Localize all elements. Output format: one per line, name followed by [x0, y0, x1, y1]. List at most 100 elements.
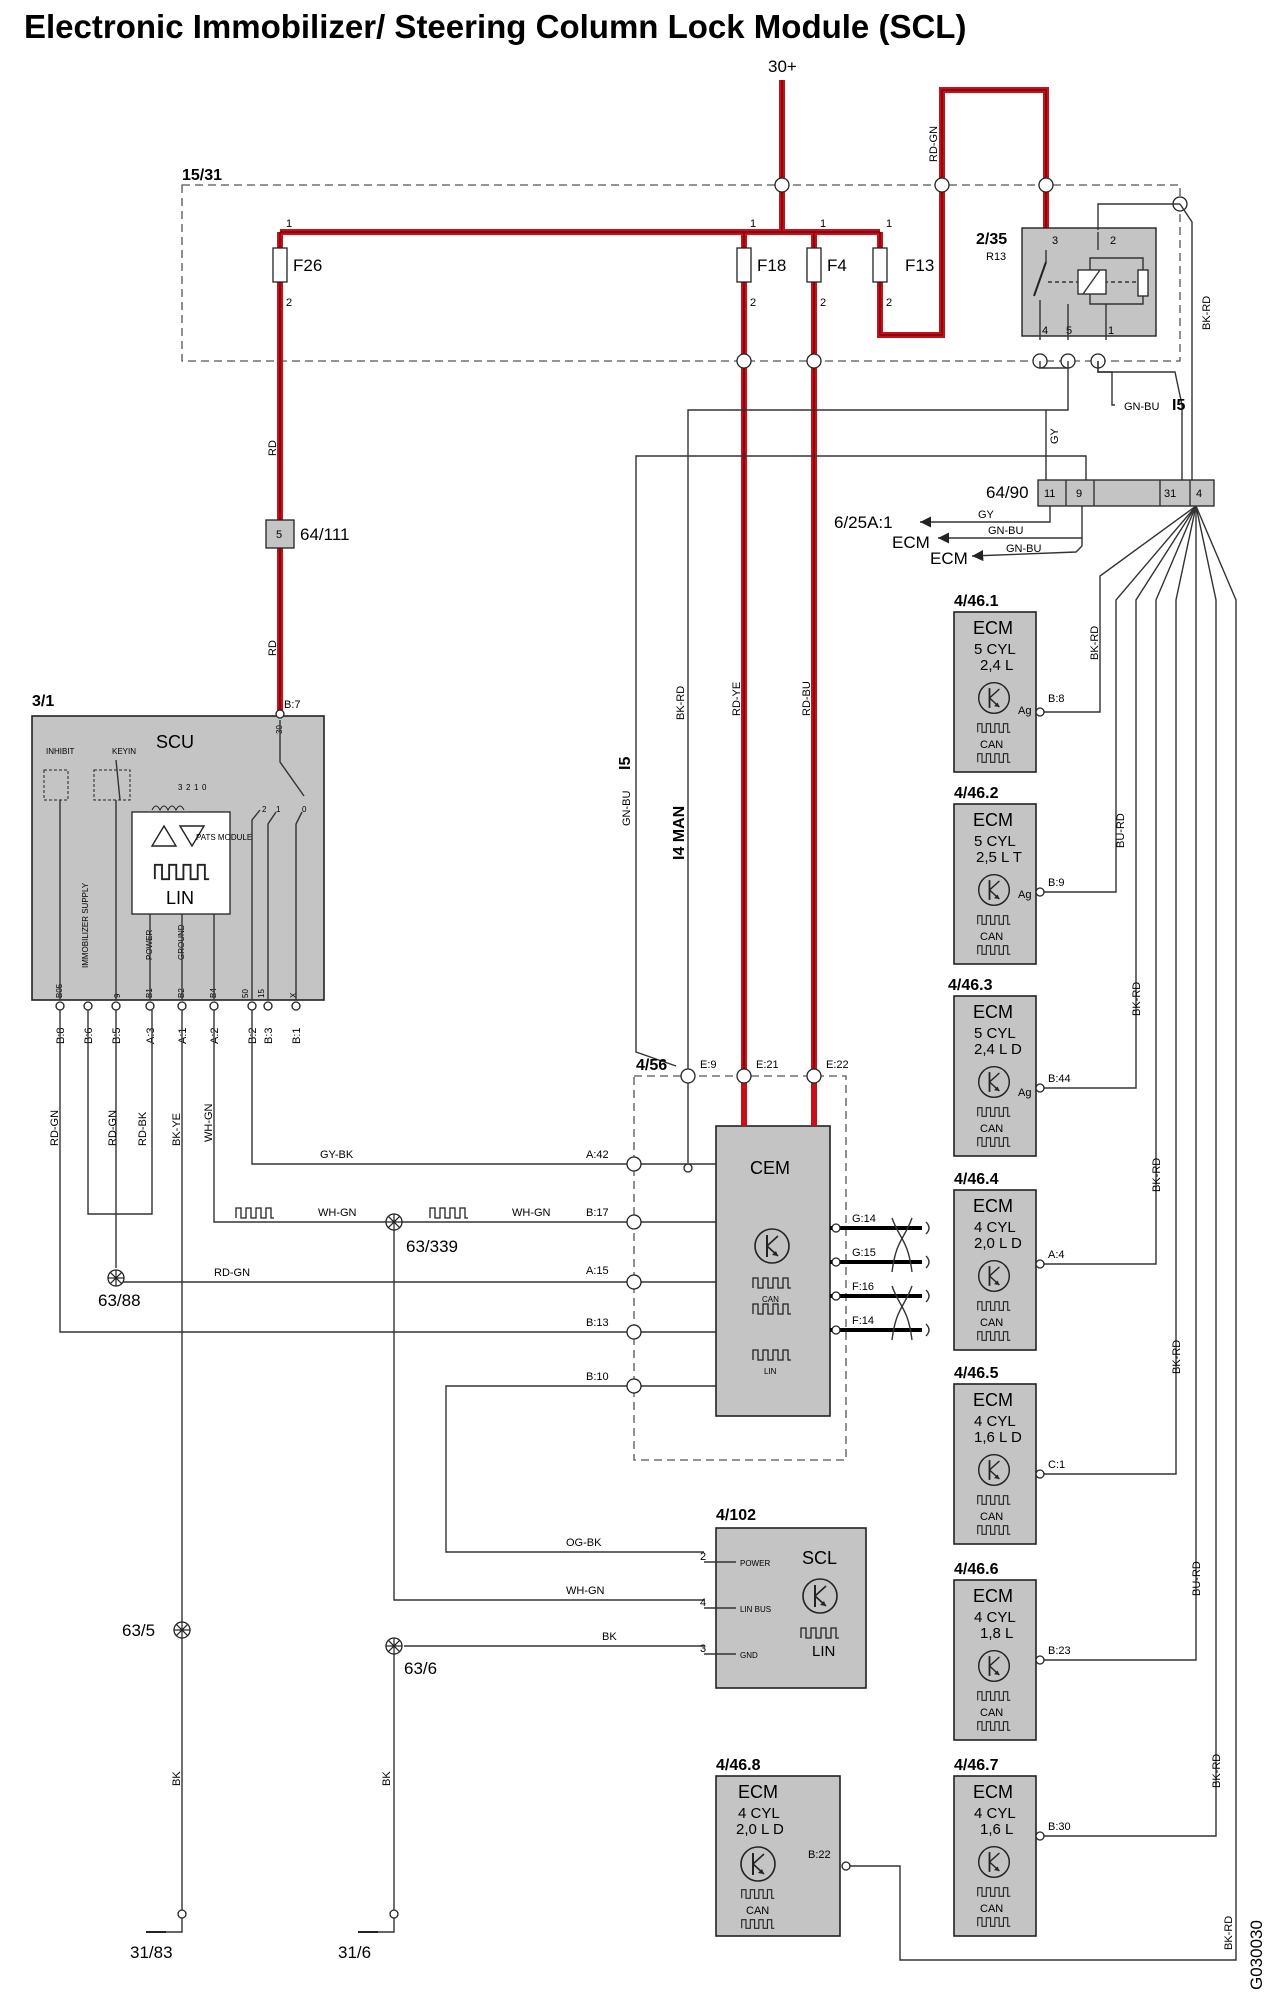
svg-text:4/56: 4/56	[636, 1057, 667, 1074]
svg-text:E:9: E:9	[700, 1059, 717, 1071]
svg-text:ECM: ECM	[738, 1782, 778, 1802]
drawing-code: G030030	[1247, 1920, 1266, 1990]
output-ecm-1: ECM	[892, 533, 930, 552]
ecm-4-46-7: 4/46.7 ECM 4 CYL 1,6 L CAN B:30	[953, 1757, 1071, 1937]
svg-text:B:7: B:7	[284, 699, 301, 711]
splice-63-88: 63/88	[98, 1269, 141, 1310]
svg-text:ECM: ECM	[973, 1782, 1013, 1802]
svg-text:CAN: CAN	[980, 1123, 1003, 1135]
svg-text:3: 3	[1052, 235, 1058, 247]
svg-text:G:14: G:14	[852, 1213, 876, 1225]
svg-text:OG-BK: OG-BK	[566, 1537, 602, 1549]
splice-63-5: 63/5	[122, 1621, 191, 1640]
svg-text:ECM: ECM	[973, 1586, 1013, 1606]
svg-text:9: 9	[113, 993, 122, 998]
svg-text:31/83: 31/83	[130, 1943, 173, 1962]
svg-text:2/35: 2/35	[976, 231, 1007, 248]
svg-text:2,0 L D: 2,0 L D	[736, 1821, 784, 1838]
svg-text:CEM: CEM	[750, 1158, 790, 1178]
svg-text:4/46.3: 4/46.3	[948, 977, 993, 994]
supply-label: 30+	[768, 57, 797, 76]
svg-text:2,4 L: 2,4 L	[980, 657, 1013, 674]
svg-text:1: 1	[276, 805, 281, 814]
ecm-4-46-2: 4/46.2 ECM 5 CYL 2,5 L T Ag CAN B:9	[953, 785, 1065, 965]
fuse-f13: 1 2 F13	[872, 218, 934, 309]
svg-text:A:15: A:15	[586, 1265, 609, 1277]
svg-text:ECM: ECM	[973, 1196, 1013, 1216]
connector-64-90: 11 9 31 4 64/90	[635, 455, 1215, 1067]
svg-text:2: 2	[1110, 235, 1116, 247]
svg-text:9: 9	[1076, 488, 1082, 500]
svg-text:A:1: A:1	[177, 1027, 189, 1044]
svg-text:B:3: B:3	[263, 1027, 275, 1044]
splice-63-339: 63/339	[385, 1213, 458, 1256]
svg-text:31/6: 31/6	[338, 1943, 371, 1962]
svg-text:5 CYL: 5 CYL	[974, 641, 1016, 658]
fuse-box-label: 15/31	[182, 167, 222, 184]
connector-outputs: GY GN-BU GN-BU 6/25A:1 ECM ECM	[834, 506, 1083, 568]
fuse-box-outline	[181, 184, 1181, 362]
svg-text:63/5: 63/5	[122, 1621, 155, 1640]
svg-text:BK-RD: BK-RD	[1223, 1916, 1235, 1950]
svg-text:BK: BK	[602, 1631, 617, 1643]
svg-text:4/46.2: 4/46.2	[954, 785, 999, 802]
svg-text:I4 MAN: I4 MAN	[671, 806, 688, 860]
svg-text:WH-GN: WH-GN	[566, 1585, 605, 1597]
connector-64-111: 5 64/111	[265, 519, 349, 549]
relay-wiring	[687, 203, 1193, 1066]
svg-text:63/6: 63/6	[404, 1659, 437, 1678]
svg-text:RD-GN: RD-GN	[214, 1267, 250, 1279]
scl-module: 4/102 SCL LIN 2 POWER 4 LIN BUS 3 GND	[700, 1507, 867, 1689]
svg-text:RD-YE: RD-YE	[731, 682, 743, 716]
ecm-4-46-8: 4/46.8 ECM 4 CYL 2,0 L D CAN B:22	[715, 1757, 851, 1937]
svg-text:B:8: B:8	[55, 1027, 67, 1044]
svg-text:2,4 L D: 2,4 L D	[974, 1041, 1022, 1058]
svg-text:Ag: Ag	[1018, 1087, 1031, 1099]
wire-label-gy: GY	[1049, 427, 1061, 444]
svg-text:CAN: CAN	[980, 931, 1003, 943]
svg-text:GN-BU: GN-BU	[988, 525, 1024, 537]
svg-text:4/46.7: 4/46.7	[954, 1757, 999, 1774]
svg-text:5: 5	[1066, 325, 1072, 337]
svg-text:F:16: F:16	[852, 1281, 874, 1293]
svg-text:RD-BK: RD-BK	[137, 1111, 149, 1146]
ecm-4-46-5: 4/46.5 ECM 4 CYL 1,6 L D CAN C:1	[953, 1365, 1065, 1545]
wire-label-rd-gn-top: RD-GN	[928, 126, 940, 162]
cem-module: 4/56 CEM CAN LIN E:9 E:21 E:22 A:42 B:17…	[586, 1057, 849, 1417]
svg-text:POWER: POWER	[740, 1559, 770, 1568]
svg-text:64/111: 64/111	[300, 525, 349, 544]
svg-text:4 CYL: 4 CYL	[974, 1413, 1016, 1430]
svg-text:BK-RD: BK-RD	[1211, 1754, 1223, 1788]
power-wires	[277, 80, 1049, 1076]
svg-text:1: 1	[286, 218, 292, 230]
svg-text:B:8: B:8	[1048, 693, 1065, 705]
svg-text:2: 2	[186, 783, 191, 792]
svg-text:2: 2	[750, 297, 756, 309]
svg-text:3: 3	[178, 783, 183, 792]
svg-text:ECM: ECM	[973, 618, 1013, 638]
svg-text:R13: R13	[986, 251, 1006, 263]
svg-text:4/102: 4/102	[716, 1507, 756, 1524]
svg-text:RD-BU: RD-BU	[801, 681, 813, 716]
svg-text:3: 3	[700, 1643, 706, 1655]
svg-text:0: 0	[302, 805, 307, 814]
svg-text:B:22: B:22	[808, 1849, 831, 1861]
svg-text:1,6 L D: 1,6 L D	[974, 1429, 1022, 1446]
svg-text:BK: BK	[171, 1771, 183, 1786]
svg-text:B:30: B:30	[1048, 1821, 1071, 1833]
svg-text:B:17: B:17	[586, 1207, 609, 1219]
ground-31-6: 31/6	[338, 1909, 399, 1962]
svg-text:4/46.5: 4/46.5	[954, 1365, 999, 1382]
svg-text:CAN: CAN	[980, 1903, 1003, 1915]
svg-text:X: X	[289, 992, 298, 998]
svg-text:2: 2	[820, 297, 826, 309]
svg-text:BK: BK	[381, 1771, 393, 1786]
output-6-25a: 6/25A:1	[834, 513, 893, 532]
svg-text:63/339: 63/339	[406, 1237, 458, 1256]
fuse-f4: 1 2 F4	[806, 218, 847, 309]
svg-text:4: 4	[700, 1597, 706, 1609]
svg-text:G:15: G:15	[852, 1247, 876, 1259]
svg-text:BK-YE: BK-YE	[171, 1113, 183, 1146]
diagram-title: Electronic Immobilizer/ Steering Column …	[24, 8, 966, 45]
svg-text:A:2: A:2	[209, 1027, 221, 1044]
